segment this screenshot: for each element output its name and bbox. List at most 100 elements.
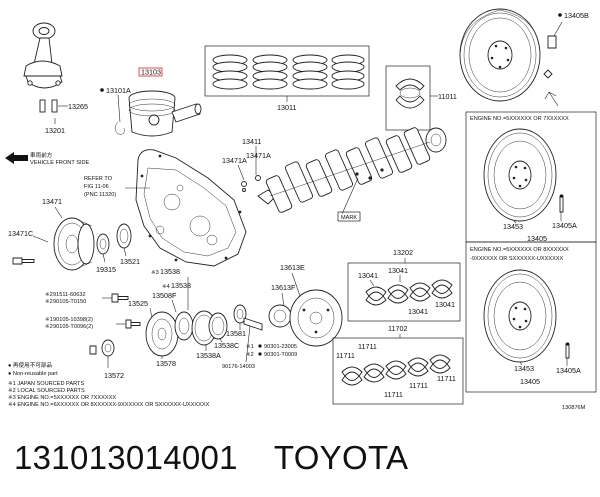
svg-text:※4: ※4 — [162, 283, 170, 290]
label-13453-b: 13453 — [514, 364, 534, 373]
label-13572: 13572 — [104, 371, 124, 380]
balancer-13613 — [268, 289, 343, 347]
engine-case — [135, 149, 247, 267]
label-19315: 19315 — [96, 265, 116, 274]
label-13538-b: 13538 — [171, 281, 191, 290]
label-13011: 13011 — [277, 103, 296, 112]
arrow-icon — [544, 91, 559, 107]
svg-text:※1: ※1 — [246, 343, 254, 350]
label-11711-b: 11711 — [358, 342, 377, 351]
vehicle-front-en: VEHICLE FRONT SIDE — [30, 160, 90, 166]
label-13201: 13201 — [45, 126, 65, 135]
bolt-91511: 91511-60632 — [53, 292, 86, 298]
label-11711-e: 11711 — [437, 374, 456, 383]
engine-parts-diagram: 13265 13201 13103 13101A 13011 11011 — [5, 8, 597, 411]
bolt-90301-23005: 90301-23005 — [264, 344, 297, 350]
label-13581: 13581 — [226, 329, 246, 338]
svg-text:※2: ※2 — [45, 298, 53, 305]
legend-line-5: ※3 ENGINE NO.=5XXXXXX OR 7XXXXXX — [8, 394, 116, 401]
label-13538-a: 13538 — [160, 267, 180, 276]
label-13041-b: 13041 — [388, 266, 408, 275]
label-90176: 90176-14003 — [222, 364, 255, 370]
highlight-13103 — [138, 67, 163, 77]
label-13405-a: 13405 — [527, 234, 547, 243]
engine-no-1: ENGINE NO.=5XXXXXX OR 7XXXXXX — [470, 116, 569, 122]
label-13405B: 13405B — [564, 11, 589, 20]
label-13471A-a: 13471A — [222, 156, 247, 165]
conrod-bearings — [365, 279, 453, 306]
label-13405A-a: 13405A — [552, 221, 577, 230]
svg-text:※1: ※1 — [45, 316, 53, 323]
connecting-rod — [23, 22, 63, 113]
legend-line-4: ※2 LOCAL SOURCED PARTS — [8, 387, 85, 394]
svg-text:※3: ※3 — [151, 269, 159, 276]
label-13508F: 13508F — [152, 291, 177, 300]
flywheel-1 — [483, 128, 557, 222]
bolt-90301-T0009: 90301-T0009 — [264, 352, 297, 358]
label-13411: 13411 — [242, 137, 261, 146]
legend-line-3: ※1 JAPAN SOURCED PARTS — [8, 380, 84, 387]
label-13471: 13471 — [42, 197, 62, 206]
legend-line-2: ● Non-reusable part — [8, 371, 58, 377]
label-13471A-b: 13471A — [246, 151, 271, 160]
label-13538C: 13538C — [214, 341, 239, 350]
flywheel-box-2 — [465, 241, 597, 393]
label-13202: 13202 — [393, 248, 413, 257]
label-11702: 11702 — [388, 324, 407, 333]
label-13405-b: 13405 — [520, 377, 540, 386]
piston — [114, 90, 202, 137]
label-13521: 13521 — [120, 257, 140, 266]
label-13453-a: 13453 — [503, 222, 523, 231]
main-bearings — [341, 354, 451, 386]
label-13613F: 13613F — [271, 283, 296, 292]
label-13265: 13265 — [68, 102, 88, 111]
crank-bearings-11011 — [395, 78, 425, 109]
refer-to: REFER TO — [84, 176, 113, 182]
label-13613E: 13613E — [280, 263, 305, 272]
label-13041-d: 13041 — [435, 300, 455, 309]
label-11011: 11011 — [438, 92, 457, 101]
bolt-90105-10398: 90105-10398(2) — [53, 317, 93, 323]
label-13538A: 13538A — [196, 351, 221, 360]
figure-id: 130876M — [562, 405, 586, 411]
label-13103: 13103 — [141, 68, 161, 77]
label-13525: 13525 — [128, 299, 148, 308]
refer-fig: FIG 11-06 — [84, 184, 109, 190]
bolt-13405B — [547, 35, 557, 49]
label-13041-a: 13041 — [358, 271, 378, 280]
flywheel-top — [459, 8, 541, 102]
engine-no-2a: ENGINE NO.=5XXXXXX OR 8XXXXXX — [470, 247, 569, 253]
main-bearings-box — [332, 337, 464, 405]
crank-pulley — [53, 217, 95, 271]
label-13101A: 13101A — [106, 86, 131, 95]
bolt-13471C — [12, 257, 35, 265]
svg-text:※2: ※2 — [45, 291, 53, 298]
bolt-90105-T0150: 90105-T0150 — [53, 299, 86, 305]
legend-line-1: ● 再使用不可部品 — [8, 361, 52, 369]
legend: ● 再使用不可部品 ● Non-reusable part ※1 JAPAN S… — [8, 361, 210, 408]
svg-text:※2: ※2 — [246, 351, 254, 358]
label-13405A-b: 13405A — [556, 366, 581, 375]
label-11711-a: 11711 — [336, 351, 355, 360]
oil-pump-parts — [145, 304, 263, 357]
crank-gear — [96, 223, 132, 255]
vehicle-front-jp: 車両前方 — [30, 151, 53, 159]
crankshaft — [257, 127, 447, 213]
gear-13572 — [89, 339, 115, 357]
label-11711-d: 11711 — [409, 381, 428, 390]
label-13041-c: 13041 — [408, 307, 428, 316]
engine-no-2b: -9XXXXXX OR SXXXXXX-UXXXXXX — [470, 256, 564, 262]
label-13578: 13578 — [156, 359, 176, 368]
part-caption: 131013014001 TOYOTA — [14, 434, 408, 482]
conrod-bearings-box — [347, 262, 461, 322]
piston-rings — [212, 54, 365, 90]
mark-label: MARK — [341, 215, 357, 221]
refer-pnc: (PNC 11320) — [84, 192, 116, 198]
part-number: 131013014001 — [14, 439, 238, 476]
label-11711-c: 11711 — [384, 390, 403, 399]
flywheel-2 — [483, 269, 557, 363]
label-13471C: 13471C — [8, 229, 33, 238]
bolt-90105-T0096: 90105-T0096(2) — [53, 324, 93, 330]
legend-line-6: ※4 ENGINE NO.=6XXXXXX OR 8XXXXXX-9XXXXXX… — [8, 401, 210, 408]
